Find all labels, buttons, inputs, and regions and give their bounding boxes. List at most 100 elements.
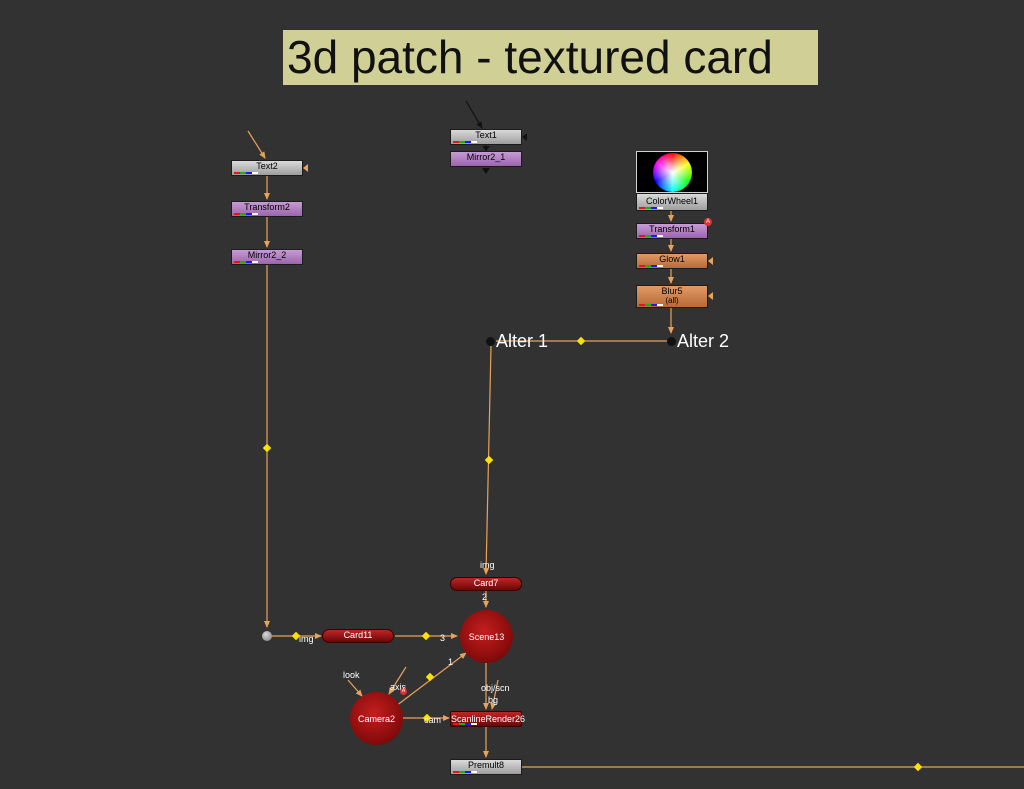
channel-blue-indicator	[246, 261, 252, 263]
wire-text1-input[interactable]	[465, 100, 483, 129]
node-label: Transform2	[244, 202, 290, 212]
wire-elbow-diamond[interactable]	[913, 762, 923, 772]
dot-label-alter2: Alter 2	[677, 331, 730, 351]
channel-blue-indicator	[465, 141, 471, 143]
channel-green-indicator	[645, 265, 651, 267]
channel-green-indicator	[645, 235, 651, 237]
channel-blue-indicator	[246, 172, 252, 174]
channel-blue-indicator	[651, 207, 657, 209]
node-text1[interactable]: Text1	[450, 129, 522, 145]
node-camera2[interactable]: Camera2	[350, 692, 403, 745]
mask-input-arrow-icon[interactable]	[708, 292, 713, 300]
node-glow1[interactable]: Glow1	[636, 253, 708, 269]
node-label: Card11	[343, 630, 373, 640]
channel-alpha-indicator	[657, 265, 663, 267]
node-text2[interactable]: Text2	[231, 160, 303, 176]
channel-green-indicator	[459, 771, 465, 773]
channel-blue-indicator	[651, 304, 657, 306]
channel-green-indicator	[645, 304, 651, 306]
node-label: Text1	[475, 130, 497, 140]
channel-green-indicator	[459, 141, 465, 143]
node-label: ColorWheel1	[645, 196, 699, 206]
node-label: ScanlineRender26	[451, 714, 526, 724]
node-label: Text2	[256, 161, 278, 171]
dot-node-alter1[interactable]	[486, 337, 495, 346]
wire-elbow-diamond[interactable]	[422, 713, 432, 723]
dot-node-alter2[interactable]	[667, 337, 676, 346]
node-scene13[interactable]: Scene13	[460, 610, 513, 663]
node-colorwheel1[interactable]: ColorWheel1	[636, 193, 708, 211]
wire-camera-look[interactable]	[347, 679, 363, 697]
node-label: Scene13	[468, 631, 505, 642]
wire-elbow-diamond[interactable]	[576, 336, 586, 346]
channel-green-indicator	[645, 207, 651, 209]
wire-elbow-diamond[interactable]	[291, 631, 301, 641]
channel-red-indicator	[453, 723, 459, 725]
channel-green-indicator	[240, 172, 246, 174]
channel-red-indicator	[639, 304, 645, 306]
wire-render-bg[interactable]	[490, 679, 499, 710]
input-label-img: img	[299, 634, 314, 644]
node-sublabel: (all)	[665, 296, 679, 305]
dot-node-corner[interactable]	[262, 631, 272, 641]
node-label: Mirror2_1	[466, 152, 506, 162]
channel-alpha-indicator	[657, 235, 663, 237]
colorwheel-thumbnail[interactable]	[636, 151, 708, 193]
node-label: Transform1	[649, 224, 695, 234]
dot-label-alter1: Alter 1	[496, 331, 549, 351]
input-label-bg: bg	[488, 695, 499, 705]
animated-badge-icon: A	[704, 218, 712, 226]
wire-elbow-diamond[interactable]	[262, 443, 272, 453]
channel-alpha-indicator	[471, 771, 477, 773]
channel-alpha-indicator	[657, 304, 663, 306]
channel-alpha-indicator	[471, 141, 477, 143]
input-label-cam: cam	[424, 715, 442, 725]
channel-red-indicator	[453, 771, 459, 773]
node-label: Blur5	[661, 286, 683, 296]
animated-badge-icon: A	[400, 688, 407, 695]
wire-elbow-diamond[interactable]	[425, 672, 435, 682]
node-card11[interactable]: Card11	[322, 629, 394, 643]
node-premult8[interactable]: Premult8	[450, 759, 522, 775]
channel-green-indicator	[240, 261, 246, 263]
channel-blue-indicator	[465, 723, 471, 725]
wire-camera-axis[interactable]	[388, 666, 407, 695]
mask-input-arrow-icon[interactable]	[708, 257, 713, 265]
node-label: Mirror2_2	[247, 250, 287, 260]
node-mirror2_2[interactable]: Mirror2_2	[231, 249, 303, 265]
input-label-objscn: obj/scn	[481, 683, 510, 693]
input-label-1: 1	[448, 657, 454, 667]
mask-input-arrow-icon[interactable]	[522, 133, 527, 141]
wire-elbow-diamond[interactable]	[484, 455, 494, 465]
node-label: Card7	[473, 578, 499, 588]
channel-blue-indicator	[651, 265, 657, 267]
channel-green-indicator	[240, 213, 246, 215]
channel-red-indicator	[639, 207, 645, 209]
channel-alpha-indicator	[471, 723, 477, 725]
mask-input-arrow-icon[interactable]	[303, 164, 308, 172]
channel-red-indicator	[234, 172, 240, 174]
node-scanlinerender26[interactable]: ScanlineRender26	[450, 711, 526, 727]
channel-alpha-indicator	[252, 172, 258, 174]
wire-elbow-diamond[interactable]	[421, 631, 431, 641]
wire-text2-input[interactable]	[247, 130, 266, 159]
channel-blue-indicator	[246, 213, 252, 215]
node-label: Premult8	[467, 760, 504, 770]
node-mirror2_1[interactable]: Mirror2_1	[450, 151, 522, 167]
node-transform2[interactable]: Transform2	[231, 201, 303, 217]
node-label: Camera2	[357, 713, 395, 724]
mirror2_1-output-arrow[interactable]	[482, 168, 490, 174]
channel-alpha-indicator	[252, 213, 258, 215]
text1-output-arrow[interactable]	[482, 146, 490, 151]
node-blur5[interactable]: Blur5 (all)	[636, 285, 708, 308]
input-label-2: 2	[482, 592, 488, 602]
channel-blue-indicator	[651, 235, 657, 237]
channel-red-indicator	[234, 213, 240, 215]
sticky-note-title[interactable]: 3d patch - textured card	[283, 30, 818, 85]
channel-blue-indicator	[465, 771, 471, 773]
channel-red-indicator	[453, 141, 459, 143]
input-label-axis: axis	[390, 682, 407, 692]
node-transform1[interactable]: Transform1	[636, 223, 708, 239]
node-card7[interactable]: Card7	[450, 577, 522, 591]
